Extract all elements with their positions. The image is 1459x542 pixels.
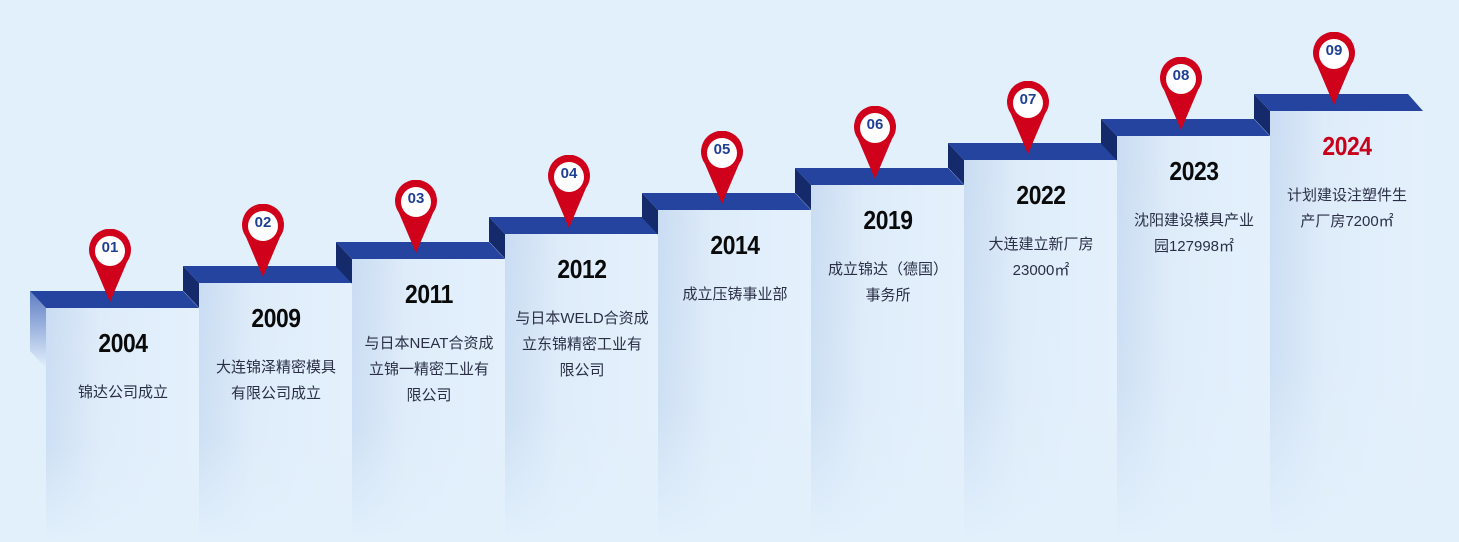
step-year: 2011 bbox=[405, 279, 453, 309]
map-pin-icon: 03 bbox=[394, 180, 438, 253]
step-description: 大连建立新厂房23000㎡ bbox=[988, 236, 1094, 279]
step-description: 成立压铸事业部 bbox=[682, 286, 788, 303]
step-description: 成立锦达（德国）事务所 bbox=[827, 261, 948, 304]
pin-number: 06 bbox=[866, 116, 884, 133]
step-year: 2014 bbox=[710, 230, 760, 260]
pin-number: 07 bbox=[1019, 91, 1037, 108]
step-year: 2024 bbox=[1322, 131, 1372, 161]
step-year: 2009 bbox=[251, 303, 301, 333]
step-description: 与日本NEAT合资成立锦一精密工业有限公司 bbox=[364, 335, 494, 404]
pin-number: 09 bbox=[1325, 42, 1343, 59]
map-pin-icon: 05 bbox=[700, 131, 744, 204]
pin-number: 05 bbox=[713, 141, 731, 158]
step-top-band bbox=[948, 143, 1117, 160]
pin-number: 02 bbox=[254, 214, 272, 231]
map-pin-icon: 04 bbox=[547, 155, 591, 228]
step-description: 计划建设注塑件生产厂房7200㎡ bbox=[1286, 187, 1407, 230]
step-top-band bbox=[30, 291, 199, 308]
map-pin-icon: 07 bbox=[1006, 81, 1050, 154]
pin-number: 01 bbox=[101, 239, 119, 256]
pin-number: 03 bbox=[407, 190, 425, 207]
pin-number: 08 bbox=[1172, 67, 1190, 84]
map-pin-icon: 08 bbox=[1159, 57, 1203, 130]
map-pin-icon: 06 bbox=[853, 106, 897, 179]
step-top-band bbox=[642, 193, 811, 210]
step-description: 锦达公司成立 bbox=[77, 384, 168, 401]
step-top-band bbox=[336, 242, 505, 259]
step-description: 大连锦泽精密模具有限公司成立 bbox=[215, 359, 336, 402]
step-top-band bbox=[183, 266, 352, 283]
pin-number: 04 bbox=[560, 165, 578, 182]
map-pin-icon: 09 bbox=[1312, 32, 1356, 105]
step-year: 2012 bbox=[557, 254, 607, 284]
map-pin-icon: 02 bbox=[241, 204, 285, 277]
step-year: 2019 bbox=[863, 205, 913, 235]
step-top-band bbox=[795, 168, 964, 185]
map-pin-icon: 01 bbox=[88, 229, 132, 302]
step-year: 2004 bbox=[98, 328, 148, 358]
step-top-band bbox=[1254, 94, 1423, 111]
step-year: 2023 bbox=[1169, 156, 1219, 186]
step-description: 沈阳建设模具产业园127998㎡ bbox=[1133, 212, 1254, 255]
step-top-band bbox=[1101, 119, 1270, 136]
step-year: 2022 bbox=[1016, 180, 1066, 210]
step-description: 与日本WELD合资成立东锦精密工业有限公司 bbox=[515, 310, 649, 379]
step-top-band bbox=[489, 217, 658, 234]
